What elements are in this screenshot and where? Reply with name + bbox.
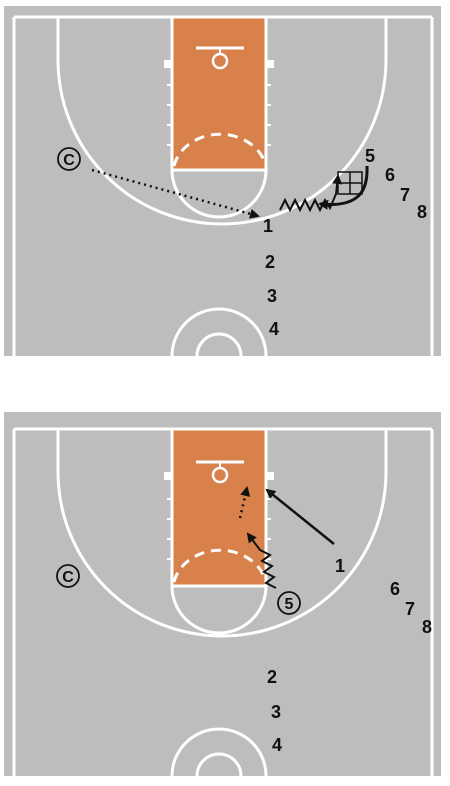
player-1: 1 [263,216,273,236]
free-throw-circle [170,169,268,219]
center-circle-inner [195,752,243,777]
player-6: 6 [385,165,395,185]
coach-label: C [63,152,75,169]
player-5: 5 [285,596,294,613]
player-7: 7 [400,185,410,205]
center-circle-outer [170,727,268,777]
coach-marker [56,564,80,588]
dribble-line [246,532,277,589]
player-1: 1 [335,556,345,576]
dribble-line [279,174,343,213]
player-5: 5 [365,146,375,166]
screen-marker [337,171,363,195]
free-throw-circle [170,585,268,635]
pass-line [238,486,251,519]
center-circle-inner [195,332,243,357]
player-2: 2 [265,252,275,272]
restricted-arc [172,548,268,583]
rim [211,52,229,70]
player-8: 8 [417,202,427,222]
player-3: 3 [267,286,277,306]
player-6: 6 [390,579,400,599]
three-point-line [56,17,388,226]
diagram-2: C 5 1 2 3 4 6 7 8 [0,406,450,786]
player-2: 2 [267,667,277,687]
court-1: C 1 2 3 4 5 6 7 8 [4,6,441,357]
player-4: 4 [272,735,282,755]
player-5-marker [277,591,301,615]
rim [211,466,229,484]
coach-marker [57,147,81,171]
center-circle-outer [170,307,268,357]
three-point-line [56,429,388,638]
coach-label: C [62,569,74,586]
restricted-arc [172,132,268,167]
player-4: 4 [269,319,279,339]
player-8: 8 [422,617,432,637]
cut-line [265,488,335,545]
court-2: C 5 1 2 3 4 6 7 8 [4,412,441,777]
player-7: 7 [405,599,415,619]
player-3: 3 [271,702,281,722]
screen-cut-line [318,165,369,210]
diagram-1: C 1 2 3 4 5 6 7 8 [0,0,450,380]
